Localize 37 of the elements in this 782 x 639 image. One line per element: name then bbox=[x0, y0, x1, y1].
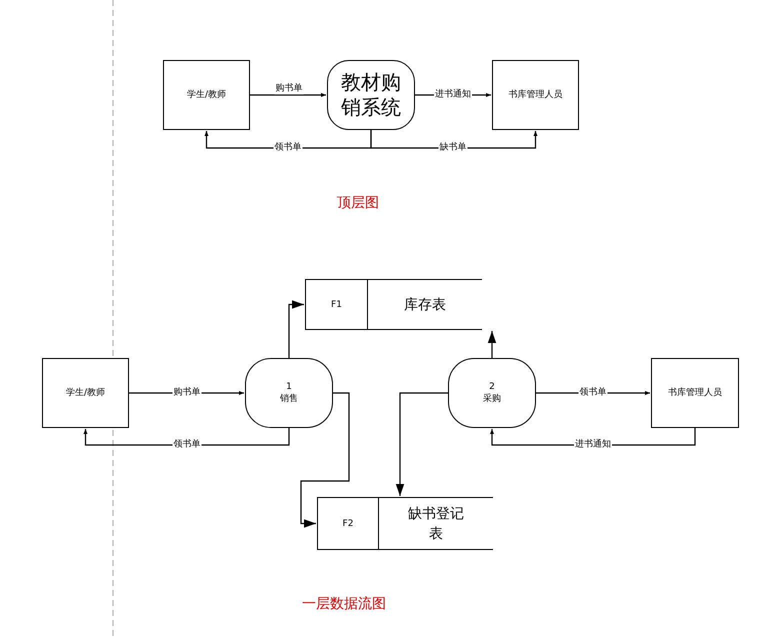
arrow bbox=[488, 331, 496, 358]
arrow bbox=[396, 392, 448, 496]
entity-box bbox=[492, 60, 579, 130]
entity-box bbox=[42, 358, 129, 428]
process-name: 采购 bbox=[483, 393, 501, 405]
edge-label: 进书通知 bbox=[434, 90, 472, 100]
text-label: 顶层图 bbox=[337, 194, 379, 212]
store-id: F2 bbox=[318, 498, 379, 549]
arrow bbox=[250, 93, 326, 97]
entity-name: 学生/教师 bbox=[186, 89, 226, 101]
process-number: 1 bbox=[286, 381, 292, 393]
edge-label: 领书单 bbox=[578, 388, 608, 398]
arrow bbox=[300, 392, 350, 528]
entity-box bbox=[163, 60, 250, 130]
store-name: 缺书登记表 bbox=[407, 504, 465, 544]
entity-box bbox=[651, 358, 739, 428]
data-store bbox=[317, 497, 493, 550]
edge-label: 购书单 bbox=[172, 388, 202, 398]
process-box bbox=[245, 358, 333, 428]
process-name: 教材购销系统 bbox=[340, 70, 402, 120]
process-name: 销售 bbox=[280, 393, 298, 405]
process-box bbox=[327, 60, 415, 130]
entity-name: 学生/教师 bbox=[66, 387, 106, 399]
entity-name: 书库管理人员 bbox=[668, 387, 722, 399]
data-store bbox=[305, 279, 482, 330]
edge-label: 领书单 bbox=[172, 440, 202, 450]
process-number: 2 bbox=[489, 381, 495, 393]
text-label: 一层数据流图 bbox=[302, 595, 386, 613]
arrow bbox=[288, 300, 304, 358]
edge-label: 购书单 bbox=[274, 84, 304, 94]
edge-label: 缺书单 bbox=[438, 142, 468, 154]
store-name: 库存表 bbox=[403, 296, 447, 314]
store-id: F1 bbox=[306, 280, 368, 329]
process-box bbox=[448, 358, 536, 428]
entity-name: 书库管理人员 bbox=[508, 89, 562, 101]
edge-label: 进书通知 bbox=[574, 440, 612, 450]
edge-label: 领书单 bbox=[274, 142, 302, 154]
